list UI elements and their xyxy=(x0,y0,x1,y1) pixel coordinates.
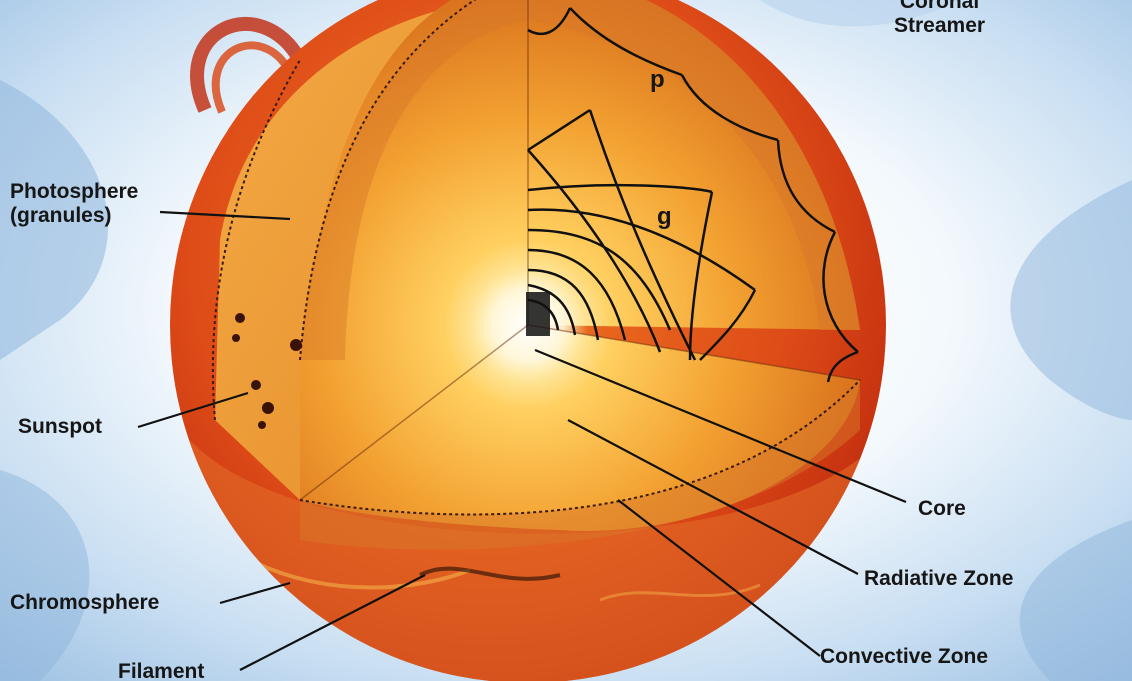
label-p-mode: p xyxy=(650,66,665,94)
label-g-mode: g xyxy=(657,203,672,231)
label-coronal-streamer: Coronal Streamer xyxy=(894,0,985,38)
label-core: Core xyxy=(918,497,966,521)
label-chromosphere: Chromosphere xyxy=(10,591,159,615)
label-convective-zone: Convective Zone xyxy=(820,645,988,669)
label-radiative-zone: Radiative Zone xyxy=(864,567,1013,591)
label-photosphere: Photosphere (granules) xyxy=(10,180,138,228)
g-mode-center-block xyxy=(526,292,550,336)
label-sunspot: Sunspot xyxy=(18,415,102,439)
label-filament: Filament xyxy=(118,660,204,681)
